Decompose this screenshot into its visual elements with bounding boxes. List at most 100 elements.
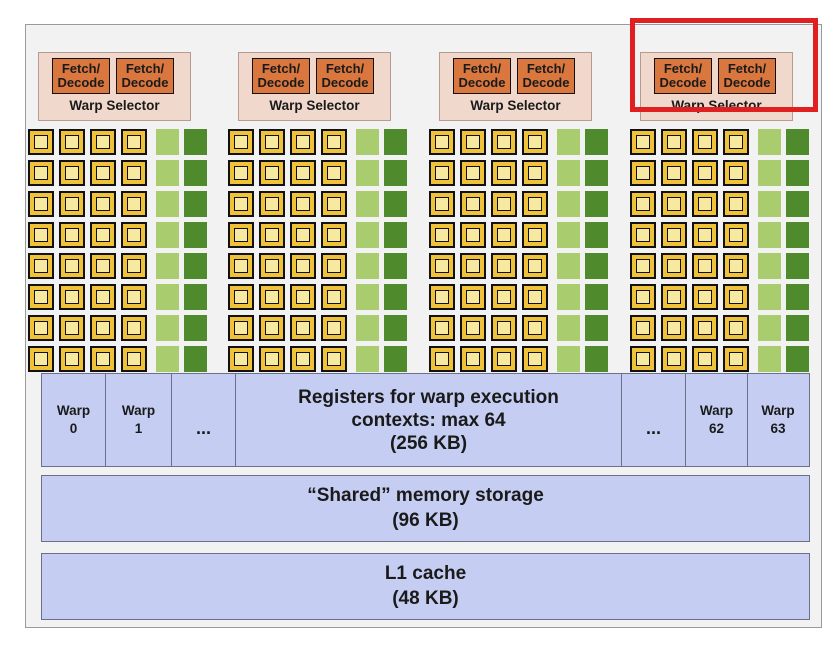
core-icon (630, 346, 656, 372)
light-unit-icon (758, 315, 781, 341)
core-icon (460, 191, 486, 217)
core-icon (321, 191, 347, 217)
core-icon (90, 346, 116, 372)
core-icon (259, 346, 285, 372)
light-unit-icon (356, 284, 379, 310)
core-icon (259, 191, 285, 217)
light-unit-icon (557, 253, 580, 279)
warp-register-0: Warp 0 (42, 374, 106, 466)
fetch-decode-unit: Fetch/ Decode (517, 58, 575, 94)
core-icon (429, 160, 455, 186)
execution-grid (630, 129, 809, 372)
dark-unit-icon (786, 160, 809, 186)
core-icon (290, 253, 316, 279)
light-unit-icon (156, 191, 179, 217)
register-description: Registers for warp execution contexts: m… (236, 374, 622, 466)
core-icon (259, 129, 285, 155)
core-icon (692, 315, 718, 341)
core-icon (90, 315, 116, 341)
light-unit-icon (156, 160, 179, 186)
core-icon (491, 315, 517, 341)
core-icon (228, 346, 254, 372)
light-unit-icon (758, 191, 781, 217)
core-icon (723, 160, 749, 186)
light-unit-icon (156, 129, 179, 155)
warp-selector-label: Warp Selector (269, 98, 360, 113)
core-icon (522, 315, 548, 341)
core-icon (522, 222, 548, 248)
core-icon (259, 284, 285, 310)
dark-unit-icon (786, 191, 809, 217)
core-icon (28, 315, 54, 341)
core-icon (321, 284, 347, 310)
core-icon (661, 346, 687, 372)
light-unit-icon (156, 222, 179, 248)
core-icon (661, 129, 687, 155)
core-icon (228, 222, 254, 248)
core-icon (90, 129, 116, 155)
core-icon (228, 253, 254, 279)
warp-selector-label: Warp Selector (470, 98, 561, 113)
dark-unit-icon (384, 191, 407, 217)
warp-index: 62 (708, 421, 725, 436)
ellipsis: ... (622, 374, 686, 466)
warp-label: Warp (56, 403, 91, 418)
fetch-decode-unit: Fetch/ Decode (52, 58, 110, 94)
highlight-box (630, 18, 818, 112)
core-icon (630, 191, 656, 217)
core-icon (429, 284, 455, 310)
dark-unit-icon (184, 315, 207, 341)
light-unit-icon (758, 160, 781, 186)
core-icon (661, 253, 687, 279)
light-unit-icon (758, 346, 781, 372)
core-icon (59, 315, 85, 341)
dark-unit-icon (184, 160, 207, 186)
fetch-decode-unit: Fetch/ Decode (116, 58, 174, 94)
light-unit-icon (356, 222, 379, 248)
core-icon (522, 160, 548, 186)
core-icon (723, 129, 749, 155)
fetch-decode-unit: Fetch/ Decode (316, 58, 374, 94)
warp-index: 0 (69, 421, 78, 436)
fetch-decode-unit: Fetch/ Decode (252, 58, 310, 94)
warp-label: Warp (699, 403, 734, 418)
core-icon (491, 191, 517, 217)
light-unit-icon (758, 284, 781, 310)
dark-unit-icon (585, 129, 608, 155)
core-icon (321, 346, 347, 372)
dark-unit-icon (384, 129, 407, 155)
core-icon (321, 222, 347, 248)
core-icon (429, 253, 455, 279)
core-icon (28, 284, 54, 310)
core-icon (491, 253, 517, 279)
core-icon (90, 284, 116, 310)
dark-unit-icon (384, 346, 407, 372)
core-icon (661, 191, 687, 217)
light-unit-icon (758, 222, 781, 248)
dark-unit-icon (184, 346, 207, 372)
shared-memory-title: “Shared” memory storage (307, 485, 544, 506)
core-icon (429, 129, 455, 155)
core-icon (460, 315, 486, 341)
core-icon (429, 191, 455, 217)
core-icon (121, 253, 147, 279)
core-icon (692, 222, 718, 248)
shared-memory-size: (96 KB) (392, 510, 459, 531)
core-icon (630, 284, 656, 310)
dark-unit-icon (384, 253, 407, 279)
core-icon (692, 129, 718, 155)
dark-unit-icon (585, 222, 608, 248)
execution-grid (228, 129, 407, 372)
core-icon (460, 253, 486, 279)
core-icon (259, 222, 285, 248)
core-icon (661, 160, 687, 186)
core-icon (228, 160, 254, 186)
warp-selector-box: Fetch/ Decode Fetch/ Decode Warp Selecto… (238, 52, 391, 121)
core-icon (661, 284, 687, 310)
core-icon (491, 346, 517, 372)
l1-cache: L1 cache (48 KB) (41, 553, 810, 620)
dark-unit-icon (786, 129, 809, 155)
core-icon (692, 160, 718, 186)
core-icon (429, 315, 455, 341)
core-icon (630, 129, 656, 155)
